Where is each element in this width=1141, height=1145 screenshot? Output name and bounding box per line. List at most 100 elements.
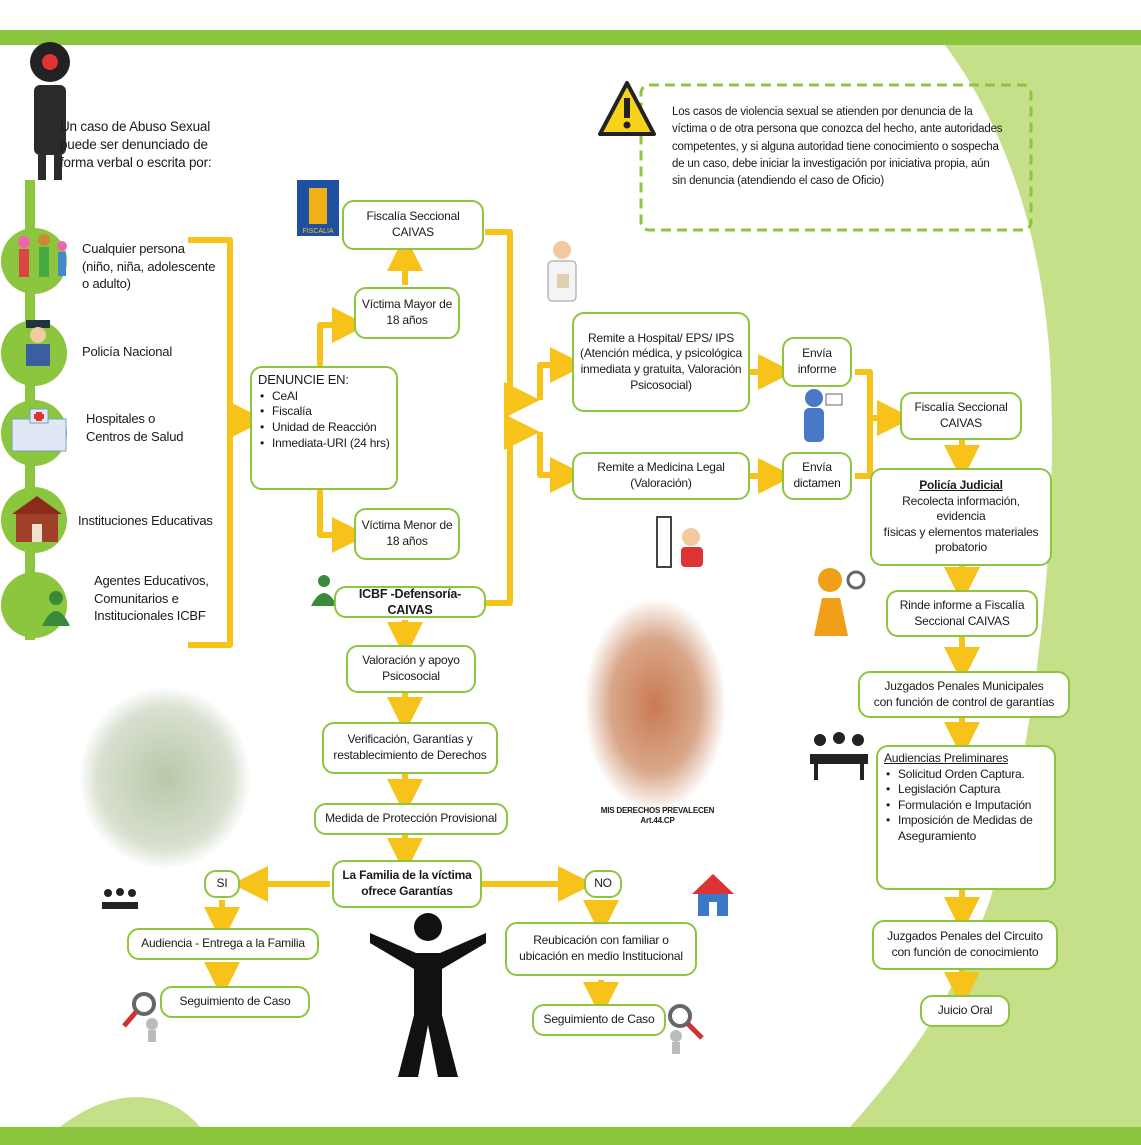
- fiscalia-right-line2: CAIVAS: [940, 416, 982, 430]
- policia-line3: probatorio: [934, 540, 988, 555]
- audiencias-item: Imposición de Medidas de Aseguramiento: [884, 813, 1048, 844]
- familia-line2: ofrece Garantías: [361, 884, 453, 898]
- icbf-logo-icon: [36, 588, 76, 630]
- denuncie-item: Fiscalía: [258, 404, 390, 420]
- juicio-label: Juicio Oral: [937, 1003, 993, 1018]
- reporter-5-line2: Comunitarios e: [94, 590, 179, 606]
- verificacion-line2: restablecimiento de Derechos: [333, 748, 487, 762]
- seguimiento-label-1: Seguimiento de Caso: [179, 994, 291, 1009]
- reporter-1-line1: Cualquier persona: [82, 241, 185, 256]
- rinde-line1: Rinde informe a Fiscalía: [899, 597, 1025, 612]
- note-text: Los casos de violencia sexual se atiende…: [672, 104, 1028, 190]
- fiscalia-caivas-box: Fiscalía Seccional CAIVAS: [342, 200, 484, 250]
- hospital-line2: (Atención médica, y psicológica: [580, 346, 742, 361]
- si-label: SI: [216, 876, 228, 891]
- menor-line1: Víctima Menor de: [361, 518, 453, 533]
- audiencias-box: Audiencias Preliminares Solicitud Orden …: [876, 745, 1056, 890]
- audiencia-familia-label: Audiencia - Entrega a la Familia: [141, 936, 305, 951]
- policia-box: Policía Judicial Recolecta información, …: [870, 468, 1052, 566]
- mayor-line2: 18 años: [386, 313, 428, 327]
- fiscalia-right-box: Fiscalía Seccional CAIVAS: [900, 392, 1022, 440]
- hospital-line4: Psicosocial): [630, 377, 692, 392]
- seguimiento-label-2: Seguimiento de Caso: [543, 1012, 655, 1027]
- audiencias-item: Formulación e Imputación: [884, 798, 1048, 814]
- verificacion-line1: Verificación, Garantías y: [347, 732, 473, 747]
- reubicacion-box: Reubicación con familiar o ubicación en …: [505, 922, 697, 976]
- reubicacion-line1: Reubicación con familiar o: [533, 933, 669, 948]
- meeting-small-icon: [98, 886, 142, 920]
- note-line4: de un caso, debe iniciar la investigació…: [672, 157, 990, 170]
- medida-label: Medida de Protección Provisional: [325, 811, 497, 826]
- verificacion-box: Verificación, Garantías y restablecimien…: [322, 722, 498, 774]
- note-line3: competentes, y si alguna autoridad tiene…: [672, 140, 999, 153]
- reporter-5-line3: Institucionales ICBF: [94, 608, 206, 624]
- juzgados-municipales-line2: con función de control de garantías: [873, 694, 1055, 709]
- fiscalia-right-line1: Fiscalía Seccional: [914, 400, 1008, 415]
- reporter-5: Agentes Educativos, Comunitarios e Insti…: [94, 572, 234, 625]
- doctor-icon: [540, 238, 584, 308]
- denuncie-list: CeAI Fiscalía Unidad de Reacción Inmedia…: [258, 389, 390, 451]
- school-icon: [8, 492, 66, 544]
- medicina-box: Remite a Medicina Legal (Valoración): [572, 452, 750, 500]
- reporter-4-line1: Instituciones Educativas: [78, 513, 213, 528]
- audiencias-list: Solicitud Orden Captura. Legislación Cap…: [884, 767, 1048, 845]
- rinde-line2: Seccional CAIVAS: [914, 613, 1010, 628]
- hospital-line3: inmediata y gratuita, Valoración: [580, 362, 742, 376]
- policia-line2: físicas y elementos materiales: [883, 524, 1039, 539]
- police-icon: [18, 318, 58, 368]
- denuncie-title: DENUNCIE EN:: [258, 372, 349, 387]
- envia-dictamen-line2: dictamen: [793, 476, 841, 490]
- icbf-box: ICBF -Defensoría-CAIVAS: [334, 586, 486, 618]
- fiscalia-logo-text: FISCALIA: [302, 228, 333, 235]
- si-box: SI: [204, 870, 240, 898]
- audiencias-title: Audiencias Preliminares: [884, 751, 1009, 765]
- reporter-5-line1: Agentes Educativos,: [94, 573, 209, 588]
- fiscalia-caivas-line2: CAIVAS: [392, 225, 434, 239]
- juicio-box: Juicio Oral: [920, 995, 1010, 1027]
- medida-box: Medida de Protección Provisional: [314, 803, 508, 835]
- juzgados-circuito-line1: Juzgados Penales del Circuito: [887, 929, 1043, 944]
- hospital-icon: [8, 405, 70, 455]
- policia-line1: Recolecta información, evidencia: [902, 493, 1020, 524]
- envia-dictamen-box: Envía dictamen: [782, 452, 852, 500]
- investigator-icon: [800, 560, 870, 640]
- reporter-2: Policía Nacional: [82, 343, 222, 361]
- mayor-line1: Víctima Mayor de: [361, 297, 453, 312]
- hospital-line1: Remite a Hospital/ EPS/ IPS: [588, 330, 734, 345]
- envia-dictamen-line1: Envía: [802, 460, 832, 475]
- father-child-photo: [80, 688, 250, 868]
- hospital-box: Remite a Hospital/ EPS/ IPS (Atención mé…: [572, 312, 750, 412]
- menor-box: Víctima Menor de 18 años: [354, 508, 460, 560]
- envia-informe-box: Envía informe: [782, 337, 852, 387]
- icbf-small-logo-icon: [306, 572, 342, 612]
- reporter-2-line1: Policía Nacional: [82, 344, 173, 359]
- fiscalia-caivas-line1: Fiscalía Seccional: [366, 209, 460, 224]
- note-line1: Los casos de violencia sexual se atiende…: [672, 106, 973, 118]
- magnifier-icon: [120, 990, 164, 1042]
- no-label: NO: [594, 876, 612, 891]
- envia-informe-line1: Envía: [802, 346, 832, 361]
- reporter-1: Cualquier persona (niño, niña, adolescen…: [82, 240, 252, 293]
- megaphone-icon: [20, 40, 80, 180]
- reporter-3-line1: Hospitales o: [86, 411, 156, 426]
- reporter-3: Hospitales o Centros de Salud: [86, 410, 226, 445]
- valoracion-box: Valoración y apoyo Psicosocial: [346, 645, 476, 693]
- juzgados-circuito-box: Juzgados Penales del Circuito con funció…: [872, 920, 1058, 970]
- medicina-line1: Remite a Medicina Legal: [597, 460, 725, 475]
- denuncie-item: Unidad de Reacción: [258, 420, 390, 436]
- seguimiento-box-1: Seguimiento de Caso: [160, 986, 310, 1018]
- juzgados-municipales-box: Juzgados Penales Municipales con función…: [858, 671, 1070, 718]
- seguimiento-box-2: Seguimiento de Caso: [532, 1004, 666, 1036]
- intro-line1: Un caso de Abuso Sexual: [60, 119, 211, 134]
- note-line5: sin denuncia (atendiendo el caso de Ofic…: [672, 175, 884, 187]
- juzgados-circuito-line2: con función de conocimiento: [891, 945, 1039, 959]
- envia-informe-line2: informe: [797, 362, 837, 376]
- intro-line3: forma verbal o escrita por:: [60, 155, 212, 171]
- denuncie-box: DENUNCIE EN: CeAI Fiscalía Unidad de Rea…: [250, 366, 398, 490]
- no-box: NO: [584, 870, 622, 898]
- denuncie-item: CeAI: [258, 389, 390, 405]
- magnifier-icon-2: [664, 1002, 708, 1054]
- forensic-icon: [655, 513, 709, 571]
- intro-line2: puede ser denunciado de: [60, 137, 208, 153]
- photo-caption: MIS DERECHOS PREVALECEN Art.44.CP: [595, 806, 720, 825]
